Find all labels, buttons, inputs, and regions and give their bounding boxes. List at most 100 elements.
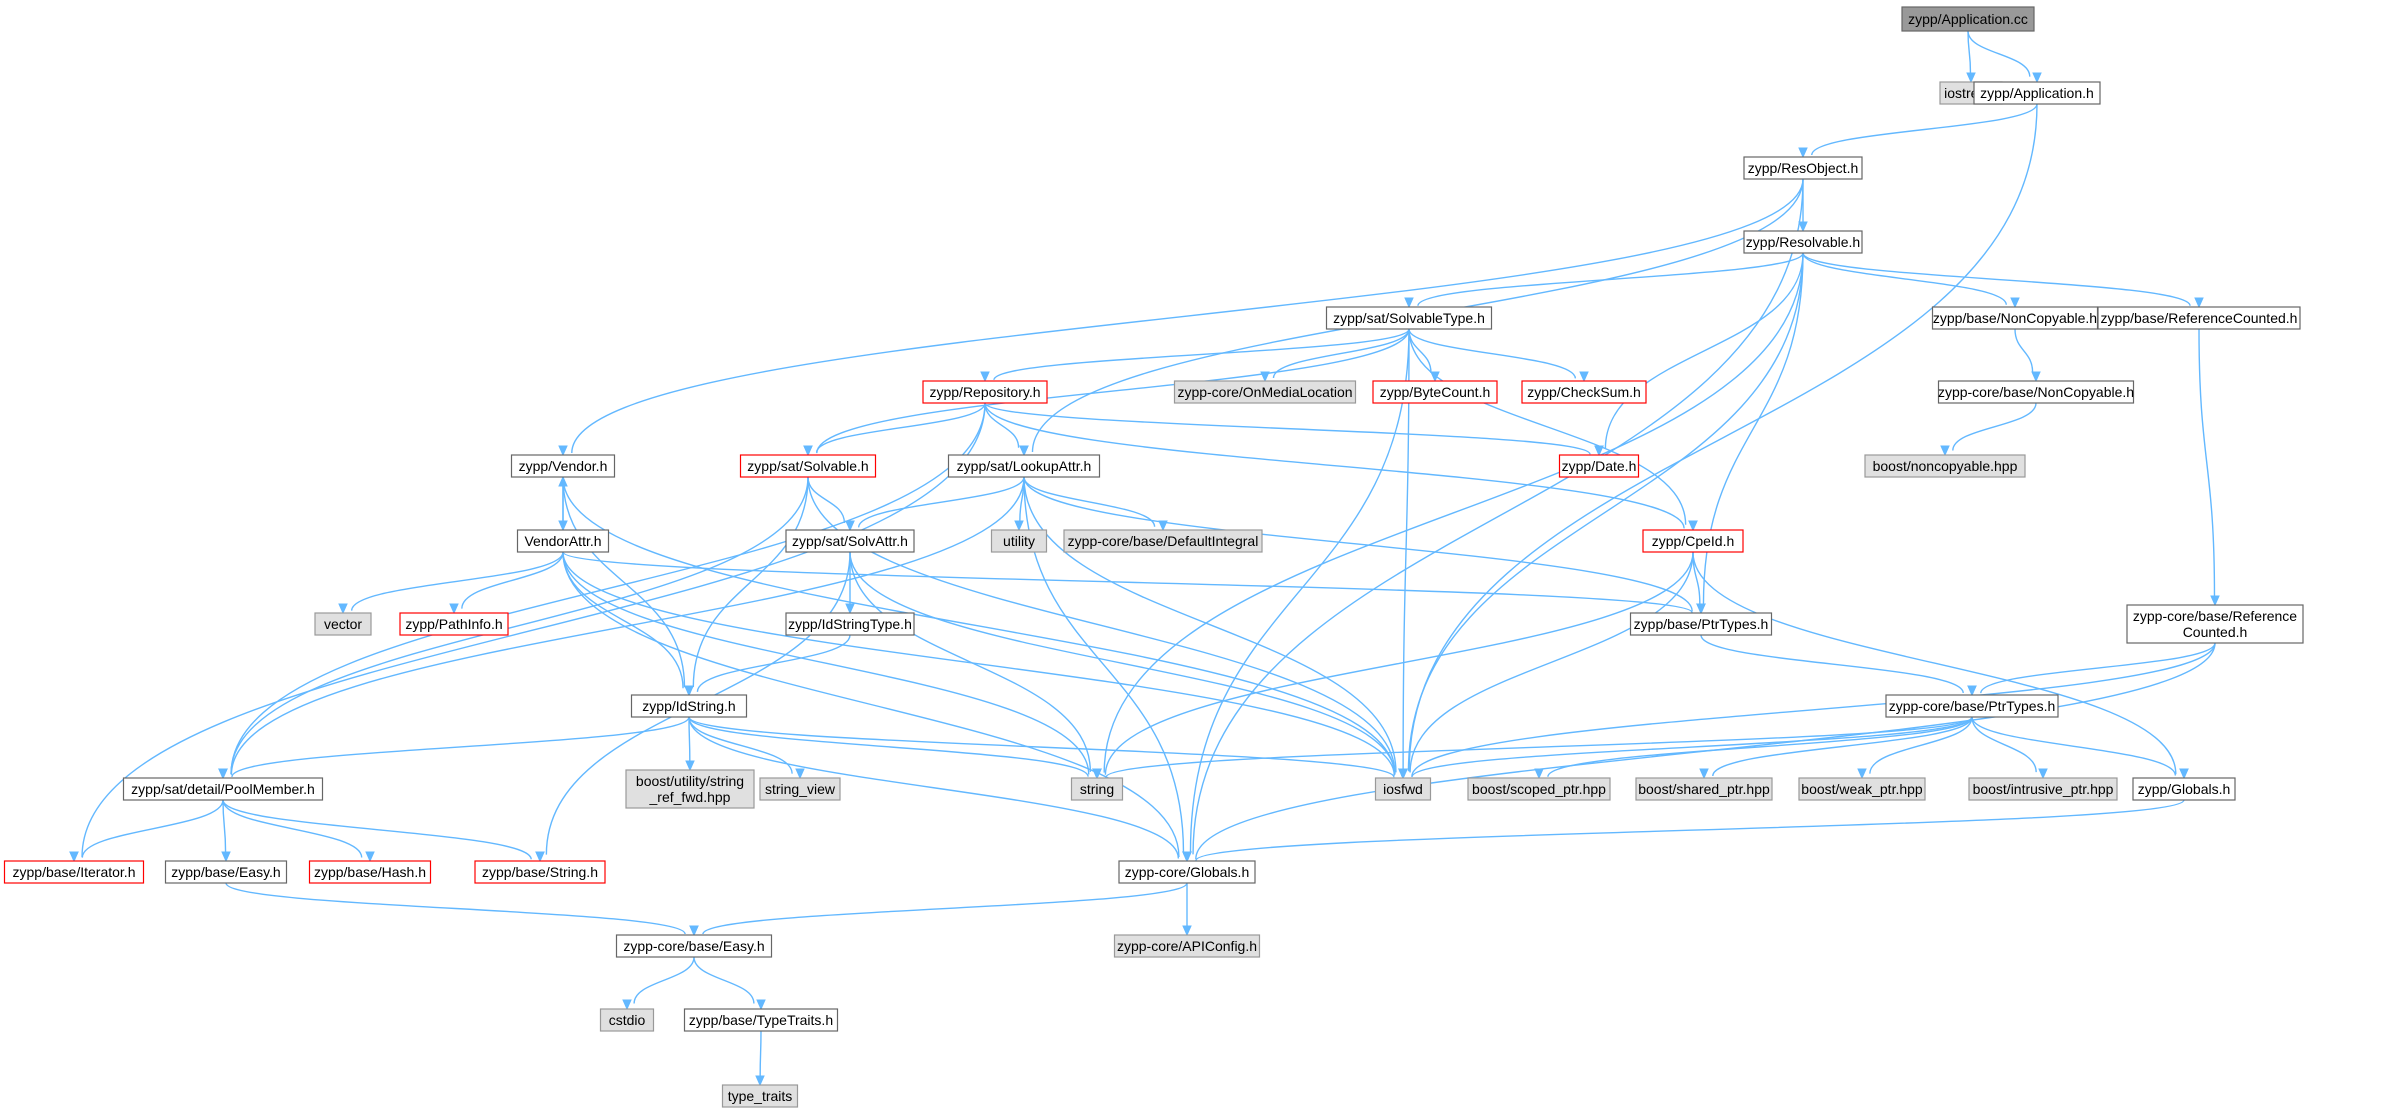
node-box	[3, 860, 145, 884]
node-type_traits: type_traits	[721, 1084, 799, 1108]
edge-solvattr-to-iosfwd	[849, 551, 1396, 775]
edge-solvabletype-to-sat_solvable	[816, 328, 1410, 454]
node-box	[759, 777, 841, 801]
node-base_string[interactable]: zypp/base/String.h	[474, 860, 606, 884]
arrowhead-base_refcounted	[2194, 297, 2204, 309]
node-base_iterator[interactable]: zypp/base/Iterator.h	[3, 860, 145, 884]
node-sat_solvable[interactable]: zypp/sat/Solvable.h	[739, 454, 877, 478]
node-label: zypp/base/NonCopyable.h	[1933, 310, 2097, 326]
node-base_easy[interactable]: zypp/base/Easy.h	[164, 860, 288, 884]
node-label: zypp/CpeId.h	[1652, 533, 1735, 549]
node-label: zypp/base/Iterator.h	[13, 864, 136, 880]
arrowhead-vector	[338, 603, 348, 615]
node-core_globals[interactable]: zypp-core/Globals.h	[1118, 860, 1256, 884]
edge-resobject-to-vendor	[571, 178, 1804, 454]
edge-idstringtype-to-idstring	[696, 634, 851, 693]
edge-repository-to-sat_solvable	[815, 402, 986, 453]
edge-resolvable-to-iosfwd	[1407, 252, 1804, 771]
edge-idstring-to-string	[688, 716, 1089, 777]
node-iosfwd: iosfwd	[1374, 777, 1432, 801]
node-box	[1973, 81, 2101, 105]
node-cpeid[interactable]: zypp/CpeId.h	[1642, 529, 1744, 553]
arrowhead-base_iterator	[69, 851, 79, 863]
edge-core_ptrtypes-to-string	[1105, 716, 1973, 778]
node-label: zypp/base/ReferenceCounted.h	[2101, 310, 2298, 326]
arrowhead-poolmember	[218, 768, 228, 780]
node-label: zypp/base/Easy.h	[171, 864, 280, 880]
node-base_refcounted[interactable]: zypp/base/ReferenceCounted.h	[2097, 306, 2301, 330]
node-app_cc[interactable]: zypp/Application.cc	[1901, 6, 2035, 32]
node-label: zypp/Resolvable.h	[1746, 234, 1860, 250]
node-label: zypp/ResObject.h	[1748, 160, 1859, 176]
node-scoped_ptr: boost/scoped_ptr.hpp	[1467, 777, 1611, 801]
node-poolmember[interactable]: zypp/sat/detail/PoolMember.h	[122, 777, 324, 801]
node-label: zypp/sat/detail/PoolMember.h	[131, 781, 315, 797]
node-idstringtype[interactable]: zypp/IdStringType.h	[785, 612, 915, 636]
arrowhead-solvabletype	[1404, 297, 1414, 309]
edge-core_easy-to-cstdio	[633, 956, 695, 1004]
edge-poolmember-to-base_string	[222, 799, 532, 860]
edge-sat_solvable-to-idstring	[692, 476, 809, 688]
node-core_easy[interactable]: zypp-core/base/Easy.h	[615, 934, 773, 958]
node-box	[474, 860, 606, 884]
node-label: zypp/PathInfo.h	[405, 616, 502, 632]
node-label: boost/shared_ptr.hpp	[1638, 781, 1770, 797]
edge-base_ptrtypes-to-core_ptrtypes	[1700, 634, 1964, 694]
node-lookupattr[interactable]: zypp/sat/LookupAttr.h	[947, 454, 1101, 478]
edge-idstring-to-string_ref_fwd	[688, 716, 691, 762]
arrowhead-idstring	[684, 685, 694, 697]
edge-app_h-to-resobject	[1811, 103, 2038, 156]
node-label: utility	[1003, 533, 1035, 549]
arrowhead-base_ptrtypes	[1696, 603, 1706, 615]
node-repository[interactable]: zypp/Repository.h	[922, 380, 1048, 404]
arrowhead-core_easy	[689, 925, 699, 937]
node-vendorattr[interactable]: VendorAttr.h	[516, 529, 610, 553]
node-checksum[interactable]: zypp/CheckSum.h	[1521, 380, 1647, 404]
node-vendor[interactable]: zypp/Vendor.h	[510, 454, 616, 478]
arrowhead-core_globals	[1182, 851, 1192, 863]
edge-resolvable-to-date	[1604, 252, 1804, 449]
node-layer: zypp/Application.cciostreamzypp/Applicat…	[3, 6, 2304, 1108]
node-idstring[interactable]: zypp/IdString.h	[630, 694, 748, 718]
node-label: zypp-core/base/PtrTypes.h	[1889, 698, 2056, 714]
arrowhead-cpeid	[1688, 520, 1698, 532]
node-app_h[interactable]: zypp/Application.h	[1973, 81, 2101, 105]
edge-repository-to-date	[984, 402, 1591, 455]
edge-lookupattr-to-poolmember	[230, 476, 1025, 775]
edge-vendorattr-to-iosfwd	[562, 551, 1396, 776]
edge-core_easy-to-typetraits	[693, 956, 755, 1004]
edge-core_refcounted-to-core_ptrtypes	[1980, 642, 2216, 694]
arrowhead-shared_ptr	[1699, 768, 1709, 780]
node-bytecount[interactable]: zypp/ByteCount.h	[1372, 380, 1498, 404]
node-label: zypp-core/Globals.h	[1125, 864, 1250, 880]
node-box	[1558, 454, 1640, 478]
arrowhead-cstdio	[622, 999, 632, 1011]
node-resolvable[interactable]: zypp/Resolvable.h	[1743, 230, 1863, 254]
node-core_noncopyable[interactable]: zypp-core/base/NonCopyable.h	[1937, 380, 2135, 404]
node-solvattr[interactable]: zypp/sat/SolvAttr.h	[785, 529, 915, 553]
node-base_noncopyable[interactable]: zypp/base/NonCopyable.h	[1931, 306, 2099, 330]
node-cstdio: cstdio	[599, 1008, 655, 1032]
node-typetraits[interactable]: zypp/base/TypeTraits.h	[683, 1008, 839, 1032]
node-pathinfo[interactable]: zypp/PathInfo.h	[399, 612, 509, 636]
node-date[interactable]: zypp/Date.h	[1558, 454, 1640, 478]
node-globals[interactable]: zypp/Globals.h	[2132, 777, 2236, 801]
arrowhead-core_ptrtypes	[1967, 685, 1977, 697]
arrowhead-base_hash	[365, 851, 375, 863]
arrowhead-checksum	[1579, 371, 1589, 383]
node-core_ptrtypes[interactable]: zypp-core/base/PtrTypes.h	[1885, 694, 2059, 718]
node-vector: vector	[314, 612, 372, 636]
node-base_ptrtypes[interactable]: zypp/base/PtrTypes.h	[1629, 612, 1773, 636]
edge-poolmember-to-base_iterator	[81, 799, 224, 858]
node-solvabletype[interactable]: zypp/sat/SolvableType.h	[1325, 306, 1493, 330]
edge-core_ptrtypes-to-globals	[1971, 716, 2177, 776]
node-resobject[interactable]: zypp/ResObject.h	[1743, 156, 1863, 180]
edge-vendorattr-to-idstring	[562, 551, 684, 689]
arrowhead-base_noncopyable	[2010, 297, 2020, 309]
node-label: zypp/base/String.h	[482, 864, 598, 880]
arrowhead-iostream	[1966, 72, 1976, 84]
node-box	[510, 454, 616, 478]
node-base_hash[interactable]: zypp/base/Hash.h	[308, 860, 432, 884]
node-boost_noncopyable: boost/noncopyable.hpp	[1864, 454, 2026, 478]
